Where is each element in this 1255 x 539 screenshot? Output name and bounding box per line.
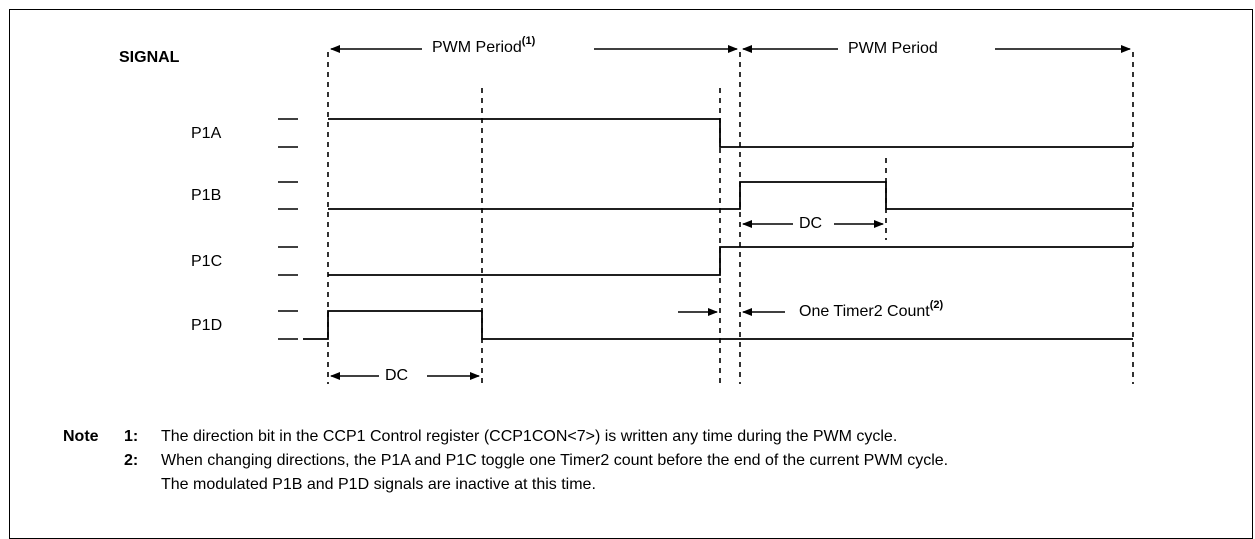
p1a-waveform (328, 118, 1133, 148)
p1c-waveform (328, 246, 1133, 276)
notes-heading: Note (63, 428, 99, 445)
p1d-dc-label: DC (381, 368, 413, 384)
timer-count-label: One Timer2 Count(2) (795, 300, 948, 320)
p1b-dc-label: DC (795, 216, 827, 232)
p1b-waveform (328, 181, 1133, 210)
signal-label-p1d: P1D (191, 317, 223, 334)
p1d-waveform (303, 310, 1133, 340)
signal-label-p1c: P1C (191, 253, 223, 270)
pwm-period-2-label: PWM Period (844, 41, 942, 57)
signal-column-title: SIGNAL (119, 49, 180, 66)
note-2-continuation: The modulated P1B and P1D signals are in… (161, 476, 596, 493)
note-1-text: The direction bit in the CCP1 Control re… (161, 428, 898, 445)
note-2-text: When changing directions, the P1A and P1… (161, 452, 949, 469)
signal-label-p1a: P1A (191, 125, 222, 142)
signal-label-p1b: P1B (191, 187, 222, 204)
note-2-number: 2: (124, 452, 139, 469)
note-1-number: 1: (124, 428, 139, 445)
pwm-period-1-label: PWM Period(1) (428, 36, 540, 56)
